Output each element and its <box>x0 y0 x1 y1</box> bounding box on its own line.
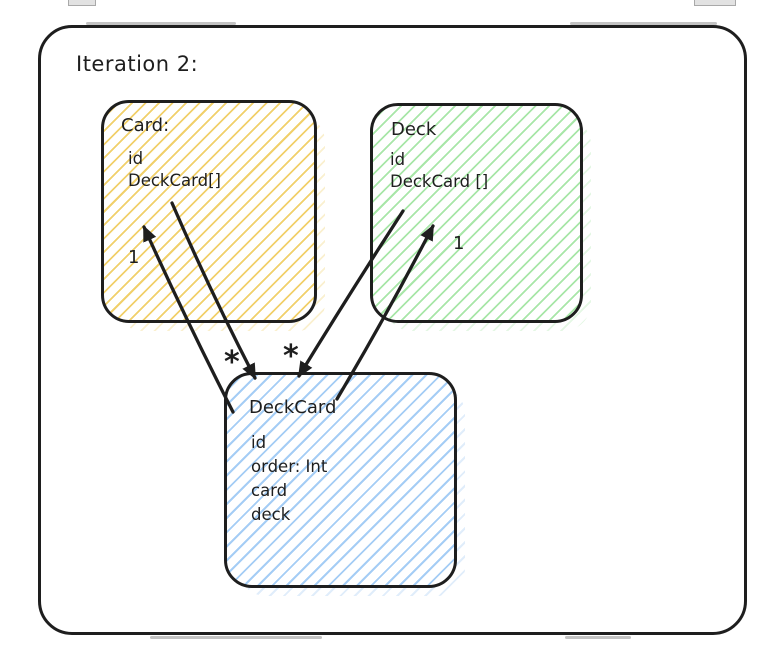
field-deck-id: id <box>390 150 406 169</box>
field-deckcard-order: order: Int <box>251 457 328 476</box>
field-card-deckcard-array: DeckCard[] <box>128 171 221 190</box>
entity-deck[interactable]: Deck id DeckCard [] 1 <box>370 103 591 331</box>
rough-stroke-mark <box>570 22 717 25</box>
cardinality-many-deck-side: * <box>283 339 299 374</box>
entity-deckcard-shape[interactable]: DeckCard id order: Int card deck <box>224 372 457 588</box>
cardinality-many-card-side: * <box>224 345 240 380</box>
field-card-id: id <box>128 149 144 168</box>
entity-deck-title: Deck <box>391 119 437 140</box>
entity-deckcard[interactable]: DeckCard id order: Int card deck <box>224 372 465 596</box>
field-deck-deckcard-array: DeckCard [] <box>390 172 489 191</box>
cardinality-one-deck: 1 <box>453 233 465 254</box>
outer-frame[interactable] <box>38 25 747 635</box>
cropped-shape-artifact <box>694 0 736 6</box>
rough-stroke-mark <box>150 636 322 639</box>
rough-stroke-mark <box>86 22 236 25</box>
rough-stroke-mark <box>565 636 631 639</box>
cropped-shape-artifact <box>68 0 96 6</box>
field-deckcard-deck: deck <box>251 505 291 524</box>
cardinality-one-card: 1 <box>128 247 140 268</box>
entity-deckcard-title: DeckCard <box>249 397 337 418</box>
field-deckcard-card: card <box>251 481 288 500</box>
entity-card[interactable]: Card: id DeckCard[] 1 <box>101 100 325 331</box>
diagram-title: Iteration 2: <box>76 52 199 76</box>
entity-card-title: Card: <box>121 115 170 136</box>
entity-deck-shape[interactable]: Deck id DeckCard [] 1 <box>370 103 583 323</box>
entity-card-shape[interactable]: Card: id DeckCard[] 1 <box>101 100 317 323</box>
field-deckcard-id: id <box>251 433 267 452</box>
